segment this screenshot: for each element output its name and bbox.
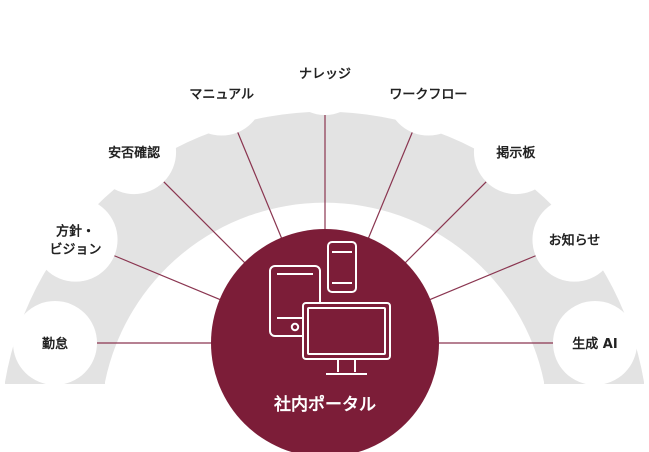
satellite-circle xyxy=(386,51,471,136)
connector-line xyxy=(114,255,222,301)
satellite-circle xyxy=(92,110,177,195)
connector-line xyxy=(403,181,487,265)
satellite-label: 生成 AI xyxy=(572,336,617,352)
desktop-monitor-icon xyxy=(302,302,391,375)
satellite-label: ワークフロー xyxy=(389,88,467,103)
satellite-node[interactable]: お知らせ xyxy=(532,197,617,282)
satellite-label: ビジョン xyxy=(50,242,102,258)
connector-lines xyxy=(97,115,553,344)
satellite-node[interactable]: ワークフロー xyxy=(386,51,471,136)
satellite-node[interactable]: マニュアル xyxy=(179,51,264,136)
satellite-label: お知らせ xyxy=(549,233,601,249)
satellite-node[interactable]: 勤怠 xyxy=(13,301,97,385)
satellite-circle xyxy=(283,31,367,115)
satellite-label: ナレッジ xyxy=(299,67,351,82)
satellite-circle xyxy=(33,197,118,282)
connector-line xyxy=(237,132,283,240)
satellite-label: 勤怠 xyxy=(42,336,68,352)
hub[interactable]: 社内ポータル xyxy=(211,229,439,452)
satellite-node[interactable]: 掲示板 xyxy=(473,110,558,195)
hub-label: 社内ポータル xyxy=(273,394,376,415)
satellite-node[interactable]: 安否確認 xyxy=(92,110,177,195)
satellite-node[interactable]: 方針・ビジョン xyxy=(33,197,118,282)
satellite-circle xyxy=(473,110,558,195)
satellite-circle xyxy=(532,197,617,282)
smartphone-icon xyxy=(327,241,357,293)
connector-line xyxy=(428,255,536,301)
connector-line xyxy=(367,132,413,240)
satellite-label: 安否確認 xyxy=(108,145,160,161)
satellite-node[interactable]: ナレッジ xyxy=(283,31,367,115)
satellite-label: 方針・ xyxy=(56,224,95,240)
satellite-circle xyxy=(179,51,264,136)
satellite-circle xyxy=(13,301,97,385)
satellite-label: マニュアル xyxy=(189,88,254,103)
satellite-label: 掲示板 xyxy=(496,145,536,161)
satellite-node[interactable]: 生成 AI xyxy=(553,301,637,385)
connector-line xyxy=(163,181,247,265)
satellite-circle xyxy=(553,301,637,385)
